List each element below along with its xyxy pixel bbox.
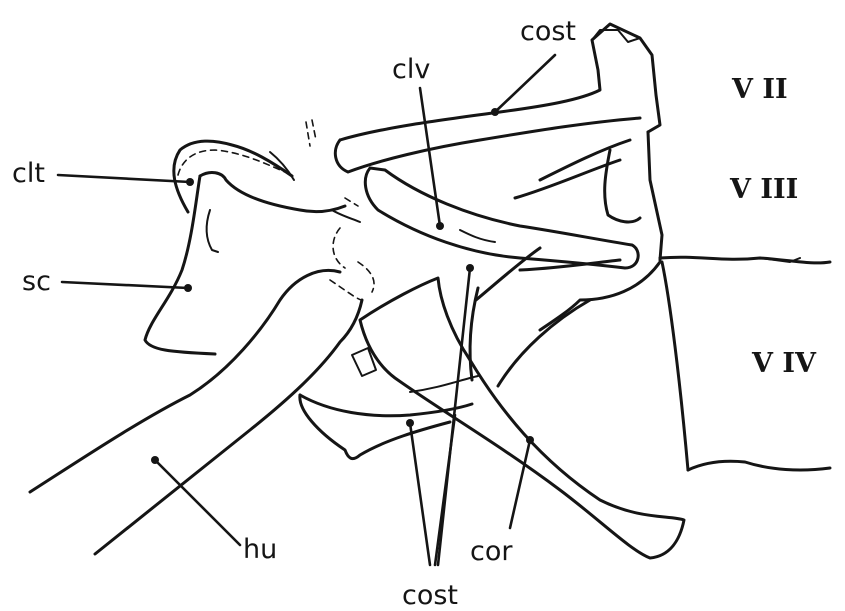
leader-dot-cost-bottom-3: [466, 264, 474, 272]
label-cost-bottom: cost: [402, 580, 458, 611]
labels: cost clv clt sc hu cor cost V II V III V…: [12, 16, 817, 611]
leader-dot-cor: [526, 436, 534, 444]
cleithrum: [174, 120, 316, 212]
label-cor: cor: [470, 536, 513, 567]
coracoid: [360, 278, 684, 558]
leader-cost-bottom-3: [438, 268, 470, 565]
lower-ribs: [300, 248, 590, 459]
leader-dot-cost-bottom-1: [406, 419, 414, 427]
leader-dot-cost-top: [491, 108, 499, 116]
leader-dot-clt: [186, 178, 194, 186]
leader-dot-hu: [151, 456, 159, 464]
label-vertebra-4: V IV: [751, 348, 817, 379]
label-clv: clv: [392, 54, 430, 85]
leader-clv: [420, 88, 440, 226]
leader-cost-bottom-1: [410, 423, 430, 565]
clavicle: [365, 168, 638, 268]
label-vertebra-2: V II: [731, 74, 788, 105]
label-hu: hu: [243, 534, 277, 565]
label-cost-top: cost: [520, 16, 576, 47]
leader-clt: [58, 175, 190, 182]
label-vertebra-3: V III: [729, 174, 798, 205]
leader-sc: [62, 282, 188, 288]
leader-dot-sc: [184, 284, 192, 292]
leader-cor: [510, 440, 530, 528]
humerus: [30, 270, 362, 554]
label-clt: clt: [12, 158, 45, 189]
leader-lines: [58, 55, 555, 565]
leader-cost-top: [495, 55, 555, 112]
label-sc: sc: [22, 266, 51, 297]
leader-dot-clv: [436, 222, 444, 230]
rib-upper-outline: [335, 24, 662, 260]
